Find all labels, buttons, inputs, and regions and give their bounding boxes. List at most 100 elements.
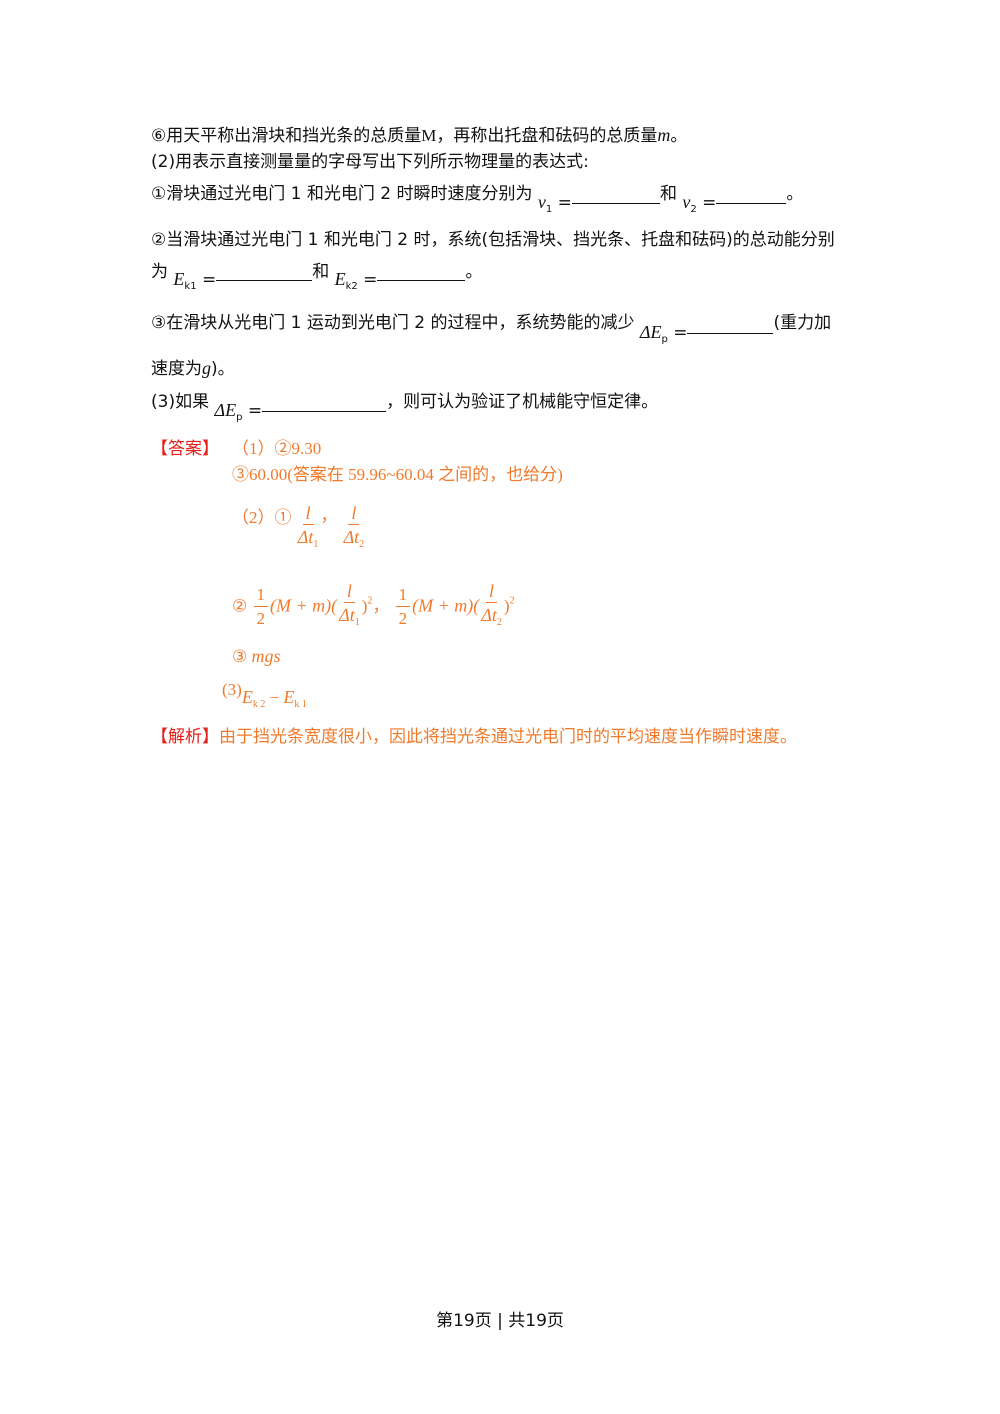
part3-line: (3)如果 ΔEp = ，则可认为验证了机械能守恒定律。 bbox=[151, 388, 659, 423]
text: （2）① bbox=[232, 507, 292, 527]
sub: 2 bbox=[690, 204, 697, 215]
numerator: l bbox=[486, 580, 498, 603]
var-dEp: ΔE bbox=[214, 400, 237, 420]
numerator: 1 bbox=[253, 584, 268, 607]
sub: k 2 bbox=[252, 699, 266, 710]
q2-line2: 为 Ek1 =和 Ek2 =。 bbox=[151, 258, 483, 292]
expr: (M + m)( bbox=[412, 595, 480, 616]
minus: − bbox=[265, 688, 284, 707]
denominator: Δt bbox=[481, 605, 497, 625]
text: ， bbox=[372, 596, 390, 616]
var-Ek2: E bbox=[334, 269, 346, 289]
sub: 2 bbox=[359, 539, 365, 550]
text: ③在滑块从光电门 1 运动到光电门 2 的过程中，系统势能的减少 bbox=[151, 313, 635, 333]
text: 。 bbox=[670, 126, 688, 146]
sub: 2 bbox=[496, 617, 502, 628]
text: 和 bbox=[659, 184, 677, 204]
text: ①滑块通过光电门 1 和光电门 2 时瞬时速度分别为 bbox=[151, 184, 533, 204]
q3-line1: ③在滑块从光电门 1 运动到光电门 2 的过程中，系统势能的减少 ΔEp = (重… bbox=[151, 309, 832, 345]
equals: = bbox=[667, 323, 688, 343]
blank-dep[interactable] bbox=[687, 319, 774, 334]
answer-part2-3: ③ mgs bbox=[232, 645, 281, 668]
var-m: m bbox=[657, 125, 671, 145]
sub: k 1 bbox=[294, 699, 307, 710]
answer-part3: (3)Ek 2 − Ek 1 bbox=[222, 678, 307, 710]
page-footer: 第19页 | 共19页 bbox=[436, 1311, 564, 1331]
var-v2: v bbox=[682, 192, 691, 212]
denominator: Δt bbox=[297, 527, 314, 547]
answer-part1-3: ③60.00(答案在 59.96~60.04 之间的，也给分) bbox=[232, 465, 563, 484]
text: ) bbox=[503, 596, 510, 616]
sub: k1 bbox=[184, 281, 197, 292]
blank-ek2[interactable] bbox=[377, 266, 466, 281]
var-g: g bbox=[202, 358, 211, 378]
equals: = bbox=[196, 270, 217, 290]
analysis-line: 【解析】由于挡光条宽度很小，因此将挡光条通过光电门时的平均速度当作瞬时速度。 bbox=[151, 726, 797, 748]
var-M: M bbox=[421, 126, 437, 145]
sub: p bbox=[661, 334, 668, 345]
var-Ek1: E bbox=[283, 687, 295, 707]
text: 。 bbox=[465, 262, 483, 282]
equals: = bbox=[242, 401, 263, 421]
sub: k2 bbox=[345, 281, 358, 292]
var-Ek2: E bbox=[241, 687, 253, 707]
blank-v1[interactable] bbox=[571, 189, 660, 204]
numerator: l bbox=[348, 502, 360, 525]
text: ) bbox=[361, 596, 368, 616]
equals: = bbox=[696, 193, 717, 213]
text: 速度为 bbox=[151, 359, 202, 379]
text: (3)如果 bbox=[151, 392, 210, 412]
expr: mgs bbox=[251, 646, 281, 666]
text: (重力加 bbox=[773, 313, 832, 333]
blank-v2[interactable] bbox=[716, 189, 787, 204]
blank-part3[interactable] bbox=[262, 397, 387, 412]
text: 为 bbox=[151, 262, 168, 282]
numerator: l bbox=[343, 580, 355, 603]
sub: 1 bbox=[545, 204, 553, 215]
numerator: l bbox=[302, 502, 314, 525]
analysis-label: 【解析】 bbox=[151, 727, 219, 747]
part2-intro: (2)用表示直接测量量的字母写出下列所示物理量的表达式: bbox=[151, 152, 589, 172]
text: ⑥用天平称出滑块和挡光条的总质量 bbox=[151, 126, 422, 146]
equals: = bbox=[357, 270, 378, 290]
sub: 1 bbox=[313, 539, 319, 550]
sub: 1 bbox=[354, 617, 360, 628]
text: (3) bbox=[222, 680, 242, 699]
expr: (M + m)( bbox=[270, 595, 338, 616]
q1-line: ①滑块通过光电门 1 和光电门 2 时瞬时速度分别为 v1 =和 v2 =。 bbox=[151, 180, 804, 215]
text: ③ bbox=[232, 647, 248, 666]
q2-line1: ②当滑块通过光电门 1 和光电门 2 时，系统(包括滑块、挡光条、托盘和砝码)的… bbox=[151, 230, 835, 250]
text: ，再称出托盘和砝码的总质量 bbox=[436, 126, 658, 146]
denominator: Δt bbox=[339, 605, 355, 625]
var-Ek1: E bbox=[173, 269, 185, 289]
step6-line: ⑥用天平称出滑块和挡光条的总质量M，再称出托盘和砝码的总质量m。 bbox=[151, 124, 687, 147]
var-dEp: ΔE bbox=[639, 322, 662, 342]
sup: 2 bbox=[367, 595, 373, 607]
denominator: 2 bbox=[398, 609, 408, 628]
text: ② bbox=[232, 596, 248, 616]
blank-ek1[interactable] bbox=[216, 266, 313, 281]
answer-label: 【答案】 bbox=[151, 439, 219, 459]
analysis-text: 由于挡光条宽度很小，因此将挡光条通过光电门时的平均速度当作瞬时速度。 bbox=[219, 727, 797, 747]
text: ，则可认为验证了机械能守恒定律。 bbox=[386, 392, 659, 412]
numerator: 1 bbox=[395, 584, 411, 607]
text: 。 bbox=[786, 184, 804, 204]
denominator: 2 bbox=[256, 609, 266, 628]
denominator: Δt bbox=[343, 527, 360, 547]
equals: = bbox=[552, 193, 572, 213]
text: ， bbox=[320, 506, 338, 526]
sup: 2 bbox=[509, 595, 515, 607]
sub: p bbox=[236, 412, 243, 423]
q3-line2: 速度为g)。 bbox=[151, 357, 235, 380]
text: )。 bbox=[211, 359, 235, 379]
var-v1: v bbox=[537, 192, 546, 212]
answer-part1: （1）②9.30 bbox=[232, 439, 322, 458]
